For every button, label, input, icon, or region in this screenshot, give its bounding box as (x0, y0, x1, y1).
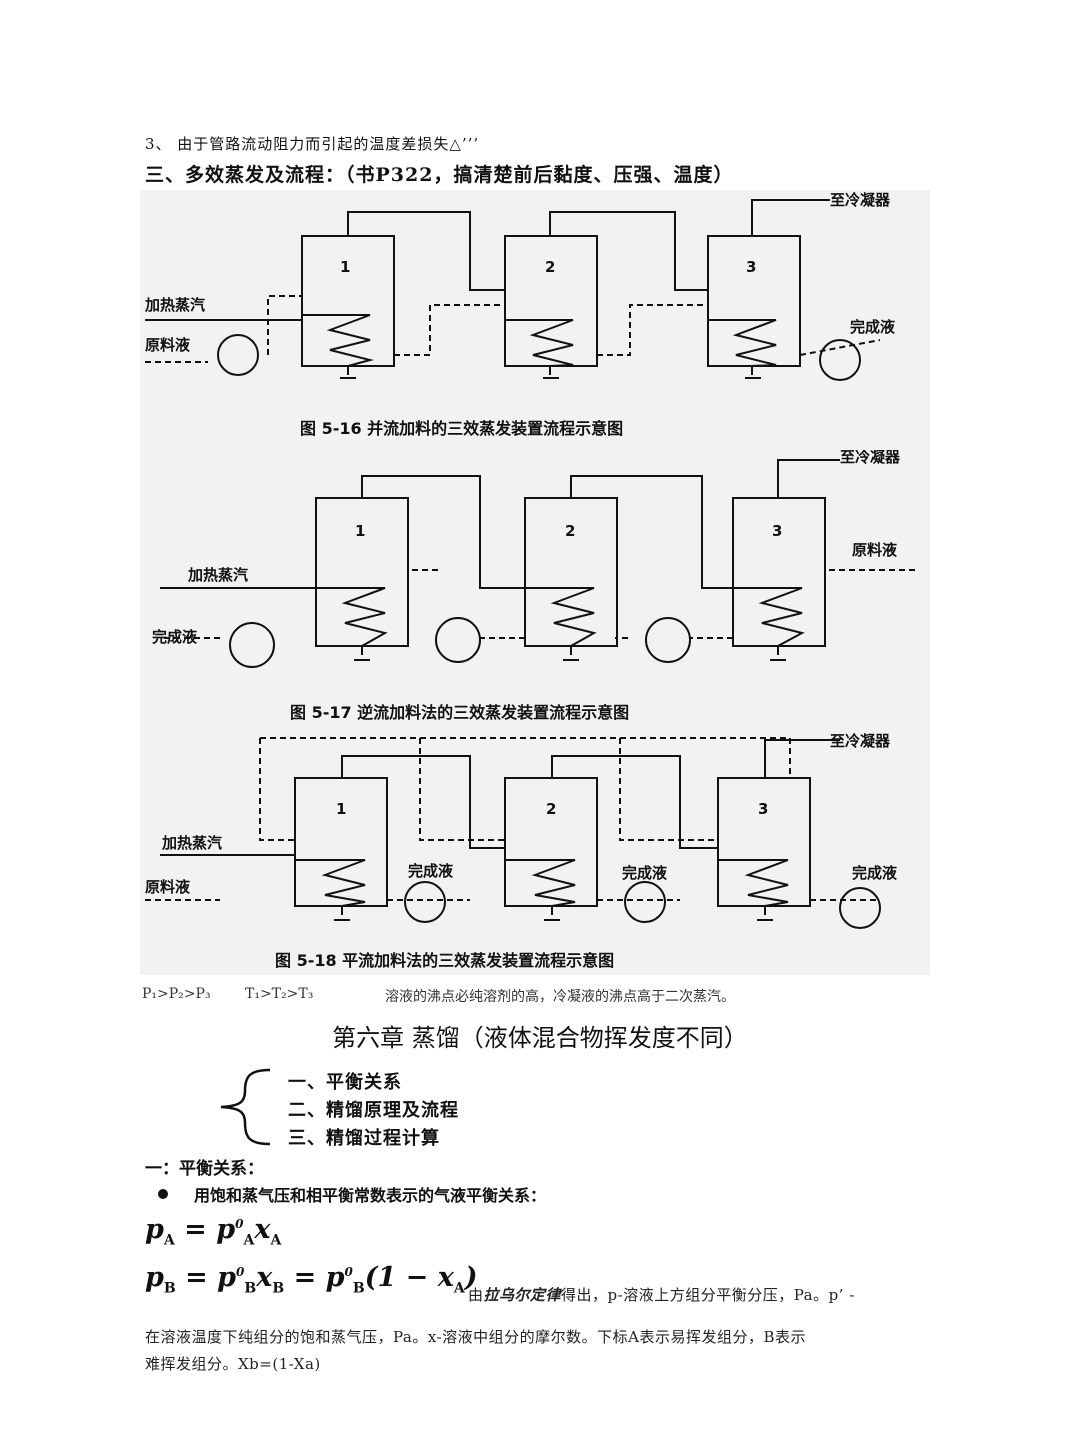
heating-steam-label: 加热蒸汽 (161, 834, 222, 852)
raoult-line: 由拉乌尔定律得出，p-溶液上方组分平衡分压，Pa。p’ - (468, 1284, 855, 1305)
to-condenser-label: 至冷凝器 (830, 732, 891, 750)
toc-item-1: 一、平衡关系 (288, 1072, 402, 1093)
equilibrium-heading: 一：平衡关系： (145, 1159, 264, 1179)
product-label: 完成液 (850, 318, 896, 336)
eq1-rhs-sup: 0 (235, 1217, 244, 1231)
bullet-text: 用饱和蒸气压和相平衡常数表示的气液平衡关系： (194, 1186, 547, 1205)
product-label: 完成液 (152, 628, 198, 646)
formula-pa: pA = p0AxA (145, 1214, 282, 1249)
raoult-rest: 得出，p-溶液上方组分平衡分压，Pa。p’ - (561, 1286, 855, 1304)
raoult-law-term: 拉乌尔定律 (483, 1286, 562, 1304)
effect-3-label: 3 (758, 800, 768, 818)
brace-icon (220, 1068, 271, 1146)
bullet-dot-icon (158, 1189, 168, 1199)
fig-5-16-caption: 图 5-16 并流加料的三效蒸发装置流程示意图 (300, 419, 623, 438)
bullet-item: 用饱和蒸气压和相平衡常数表示的气液平衡关系： (158, 1182, 546, 1206)
feed-label: 原料液 (852, 541, 898, 559)
temperature-order: T₁>T₂>T₃ (245, 986, 314, 1002)
eq1-x: x (254, 1214, 271, 1245)
toc-item-2: 二、精馏原理及流程 (288, 1100, 459, 1121)
countercurrent-flow-diagram: 1 2 3 加热蒸汽 完成液 原料液 至冷凝器 图 5-17 逆流加料法的三效蒸… (140, 450, 930, 730)
eq1-rhs: p (216, 1214, 236, 1245)
chapter-6-title: 第六章 蒸馏（液体混合物挥发度不同） (332, 1024, 748, 1052)
product-label-1: 完成液 (408, 862, 454, 880)
effect-3-label: 3 (772, 522, 782, 540)
heating-steam-label: 加热蒸汽 (144, 296, 205, 314)
figure-5-16: 1 2 3 加热蒸汽 原料液 完成液 至冷凝器 图 5-16 并流加料的三效蒸发… (140, 190, 930, 450)
section-title-multi-effect: 三、多效蒸发及流程：（书P322，搞清楚前后黏度、压强、温度） (145, 164, 734, 186)
product-label-3: 完成液 (852, 864, 898, 882)
parallel-flow-diagram: 1 2 3 加热蒸汽 原料液 完成液 完成液 完成液 至冷凝器 图 5-18 平… (140, 730, 930, 975)
raoult-prefix: 由 (468, 1286, 484, 1304)
eq1-x-sub: A (270, 1232, 282, 1249)
figure-5-17: 1 2 3 加热蒸汽 完成液 原料液 至冷凝器 图 5-17 逆流加料法的三效蒸… (140, 450, 930, 730)
product-label-2: 完成液 (622, 864, 668, 882)
fig-5-17-caption: 图 5-17 逆流加料法的三效蒸发装置流程示意图 (290, 703, 629, 722)
effect-2-label: 2 (565, 522, 575, 540)
cocurrent-flow-diagram: 1 2 3 加热蒸汽 原料液 完成液 至冷凝器 图 5-16 并流加料的三效蒸发… (140, 190, 930, 450)
eq2-lhs-sub: B (163, 1280, 176, 1297)
fig-5-18-caption: 图 5-18 平流加料法的三效蒸发装置流程示意图 (275, 951, 614, 970)
boiling-point-note: 溶液的沸点必纯溶剂的高，冷凝液的沸点高于二次蒸汽。 (385, 989, 735, 1005)
figure-5-18: 1 2 3 加热蒸汽 原料液 完成液 完成液 完成液 至冷凝器 图 5-18 平… (140, 730, 930, 975)
pressure-order: P₁>P₂>P₃ (142, 986, 211, 1002)
feed-label: 原料液 (145, 878, 191, 896)
eq1-rhs-sub: A (243, 1232, 255, 1249)
effect-3-label: 3 (746, 258, 756, 276)
toc-item-3: 三、精馏过程计算 (288, 1128, 440, 1149)
effect-1-label: 1 (340, 258, 350, 276)
eq1-lhs-sub: A (163, 1232, 175, 1249)
effect-1-label: 1 (336, 800, 346, 818)
formula-pb: pB = p0BxB = p0B(1 − xA) (145, 1262, 478, 1297)
loss-item-3: 3、 由于管路流动阻力而引起的温度差损失△’’’ (145, 135, 480, 153)
para-line-2: 在溶液温度下纯组分的饱和蒸气压，Pa。x-溶液中组分的摩尔数。下标A表示易挥发组… (145, 1328, 806, 1346)
feed-label: 原料液 (145, 336, 191, 354)
effect-1-label: 1 (355, 522, 365, 540)
to-condenser-label: 至冷凝器 (830, 191, 891, 209)
effect-2-label: 2 (545, 258, 555, 276)
eq1-lhs: p (145, 1214, 164, 1245)
to-condenser-label: 至冷凝器 (840, 450, 901, 466)
effect-2-label: 2 (546, 800, 556, 818)
heating-steam-label: 加热蒸汽 (187, 566, 248, 584)
para-line-3: 难挥发组分。Xb=(1-Xa) (145, 1355, 321, 1373)
